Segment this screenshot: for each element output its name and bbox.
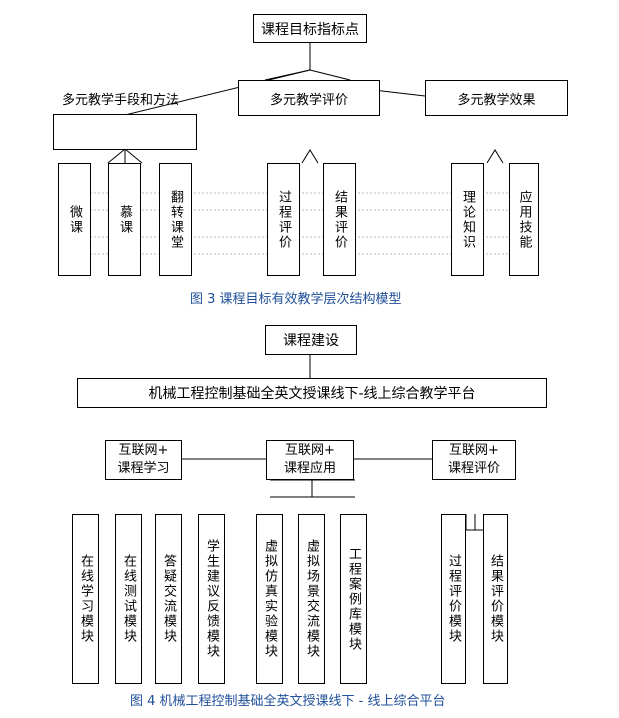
fig4-col3-box: 互联网+ 课程评价 (432, 440, 516, 480)
fig3-left-empty-box (53, 114, 197, 150)
fig3-leaf-2-label: 慕课 (117, 204, 132, 235)
fig3-leaf-7-label: 应用技能 (516, 189, 532, 250)
fig3-leaf-6: 理论知识 (451, 163, 484, 276)
fig4-module-7: 工程案例库模块 (340, 514, 367, 684)
fig4-module-2: 在线测试模块 (115, 514, 142, 684)
fig4-module-4-label: 学生建议反馈模块 (204, 539, 219, 659)
fig3-leaf-5-label: 结果评价 (332, 189, 347, 250)
fig3-caption: 图 3 课程目标有效教学层次结构模型 (190, 292, 402, 307)
fig4-module-8-label: 过程评价模块 (446, 554, 461, 644)
fig3-leaf-4: 过程评价 (267, 163, 300, 276)
fig4-module-4: 学生建议反馈模块 (198, 514, 225, 684)
fig4-module-6-label: 虚拟场景交流模块 (304, 539, 319, 659)
fig3-leaf-7: 应用技能 (509, 163, 539, 276)
fig3-left-label: 多元教学手段和方法 (62, 93, 180, 108)
fig3-leaf-4-label: 过程评价 (276, 189, 291, 250)
fig4-col2-line2: 课程应用 (283, 461, 336, 476)
fig3-top-box: 课程目标指标点 (253, 14, 367, 43)
fig4-module-1: 在线学习模块 (72, 514, 99, 684)
fig3-leaf-1: 微课 (58, 163, 91, 276)
fig4-module-1-label: 在线学习模块 (78, 554, 93, 644)
fig3-leaf-3-label: 翻转课堂 (168, 189, 183, 250)
fig3-right-box: 多元教学效果 (425, 80, 568, 116)
fig3-right-label: 多元教学效果 (457, 92, 536, 108)
fig4-platform-label: 机械工程控制基础全英文授课线下-线上综合教学平台 (148, 386, 476, 402)
fig4-caption: 图 4 机械工程控制基础全英文授课线下 - 线上综合平台 (130, 694, 446, 709)
fig4-col1-line2: 课程学习 (117, 461, 170, 476)
fig3-leaf-2: 慕课 (108, 163, 141, 276)
fig4-platform-box: 机械工程控制基础全英文授课线下-线上综合教学平台 (77, 378, 547, 408)
fig4-module-9: 结果评价模块 (483, 514, 508, 684)
fig3-mid-label: 多元教学评价 (269, 92, 348, 108)
fig3-leaf-6-label: 理论知识 (460, 189, 475, 250)
fig4-module-5: 虚拟仿真实验模块 (256, 514, 283, 684)
fig4-col1-box: 互联网+ 课程学习 (105, 440, 182, 480)
fig3-leaf-3: 翻转课堂 (159, 163, 192, 276)
fig4-top-label: 课程建设 (283, 333, 339, 349)
fig4-module-9-label: 结果评价模块 (488, 554, 503, 644)
fig4-col2-line1: 互联网+ (285, 443, 335, 458)
fig4-module-8: 过程评价模块 (441, 514, 466, 684)
fig3-top-label: 课程目标指标点 (261, 21, 359, 38)
fig4-top-box: 课程建设 (265, 325, 357, 355)
fig4-module-5-label: 虚拟仿真实验模块 (262, 539, 277, 659)
fig4-col3-line1: 互联网+ (449, 443, 499, 458)
fig3-leaf-1-label: 微课 (67, 204, 82, 235)
fig4-col2-box: 互联网+ 课程应用 (266, 440, 354, 480)
fig4-module-6: 虚拟场景交流模块 (298, 514, 325, 684)
fig4-module-3-label: 答疑交流模块 (161, 554, 176, 644)
fig4-module-2-label: 在线测试模块 (121, 554, 136, 644)
fig4-module-7-label: 工程案例库模块 (346, 546, 361, 652)
fig3-mid-box: 多元教学评价 (238, 80, 380, 116)
fig4-col3-line2: 课程评价 (447, 461, 500, 476)
fig3-leaf-5: 结果评价 (323, 163, 356, 276)
fig4-col1-line1: 互联网+ (118, 443, 169, 458)
fig4-module-3: 答疑交流模块 (155, 514, 182, 684)
